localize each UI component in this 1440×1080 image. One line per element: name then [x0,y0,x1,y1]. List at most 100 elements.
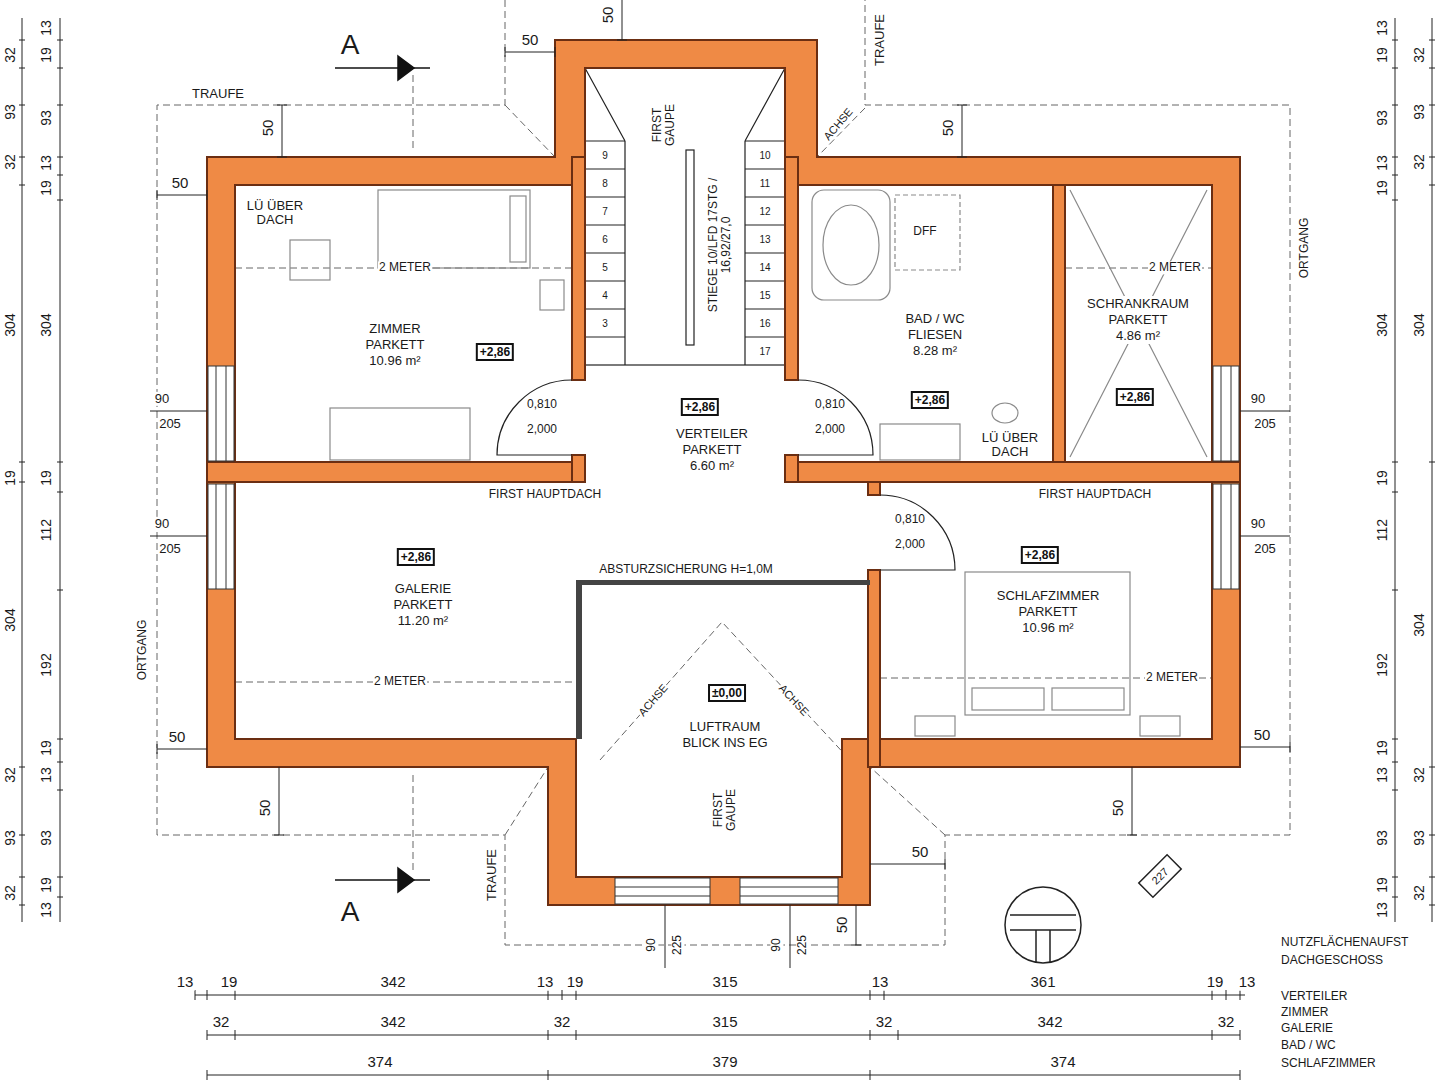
window [615,878,710,904]
section-symbol [1139,855,1181,897]
room-text: GALERIE [393,581,453,597]
dimension-label: 13 [758,234,771,245]
dimension-line [207,1070,1240,1080]
stair [585,68,785,141]
dimension-label: 2,000 [814,423,846,436]
window [208,484,234,589]
height-mark: +2,86 [1120,390,1150,404]
dimension-label: 205 [1253,417,1277,431]
room-text: 10.96 m² [367,353,422,369]
room-label: LUFTRAUMBLICK INS EG [680,719,769,751]
plan-note: FIRST GAUPE [712,784,738,836]
furniture [915,716,955,736]
room-text: SCHRANKRAUM [1085,296,1191,312]
dimension-label: 90 [154,517,170,531]
dimension-label: 93 [3,829,18,847]
dimension-line [665,905,790,968]
furniture [972,688,1044,710]
dimension-label: 19 [1375,876,1390,894]
furniture [992,403,1018,423]
furniture [965,572,1130,715]
dimension-label: 50 [168,729,187,746]
plan-note: ORTGANG [1298,217,1311,279]
dimension-label: 93 [39,109,54,127]
wall [868,570,880,767]
dimension-label: 32 [3,46,18,64]
room-text: 4.86 m² [1114,328,1162,344]
section-marker [335,56,430,892]
dimension-label: 304 [3,312,18,337]
room-text: PARKETT [1107,312,1170,328]
height-mark: +2,86 [685,400,715,414]
dimension-label: 379 [711,1054,738,1071]
wall [798,462,1240,482]
room-text: 11.20 m² [396,613,450,629]
dimension-line [617,0,627,40]
dimension-label: 304 [1375,312,1390,337]
plan-note: LÜ ÜBER DACH [239,199,311,228]
window [216,366,1231,896]
dimension-label: 32 [3,153,18,171]
wall [785,455,798,482]
window [740,878,838,904]
dimension-line [274,767,1137,835]
dimension-label: 304 [3,607,18,632]
plan-note: ACHSE [635,681,670,719]
dimension-label: 19 [39,46,54,64]
dimension-line [19,0,1435,1080]
plan-note: A [340,30,361,61]
furniture [540,280,564,310]
dimension-label: 15 [758,290,771,301]
wall [207,462,572,482]
window [1213,366,1239,461]
dimension-label: 192 [39,652,54,677]
dimension-label: 4 [601,290,609,301]
dimension-label: 13 [871,974,890,991]
stair [686,150,694,345]
section-marker [335,67,430,69]
furniture [330,408,470,460]
room-label: SCHLAFZIMMERPARKETT10.96 m² [995,588,1102,636]
dimension-label: 19 [1375,179,1390,197]
wall [572,455,585,482]
dimension-label: 304 [39,312,54,337]
window [1213,484,1239,589]
roof-outline [600,622,850,760]
dimension-label: 32 [3,884,18,902]
dimension-label: 32 [1412,46,1427,64]
dimension-label: 90 [645,937,658,952]
dimension-label: 2,000 [526,423,558,436]
furniture [1052,688,1124,710]
section-marker [398,868,414,892]
dimension-label: 13 [39,901,54,919]
furniture [290,240,330,280]
furniture [378,190,530,268]
room-text: SCHLAFZIMMER [995,588,1102,604]
dimension-label: 17 [758,346,771,357]
dimension-label: 9 [601,150,609,161]
dimension-label: 19 [566,974,585,991]
height-box: +2,86 [911,391,949,409]
plan-note: 2 METER [378,261,432,274]
room-text: 10.96 m² [1020,620,1075,636]
dimension-label: 361 [1029,974,1056,991]
dimension-label: 32 [212,1014,231,1031]
plan-note: ABSTURZSICHERUNG H=1,0M [598,563,774,576]
dimension-label: 6 [601,234,609,245]
section-marker [335,879,430,881]
plan-note: A [340,897,361,928]
window [208,366,234,461]
dimension-label: 12 [758,206,771,217]
dimension-label: 14 [758,262,771,273]
dimension-label: 0,810 [814,398,846,411]
dimension-label: 13 [176,974,195,991]
room-text: 8.28 m² [911,343,959,359]
dimension-label: 32 [1217,1014,1236,1031]
height-mark: +2,86 [915,393,945,407]
dimension-label: 93 [1412,829,1427,847]
dimension-line [957,105,967,157]
dimension-label: 7 [601,206,609,217]
dimension-label: 112 [39,518,54,542]
dimension-line [150,411,1290,536]
door-swing [497,380,955,570]
